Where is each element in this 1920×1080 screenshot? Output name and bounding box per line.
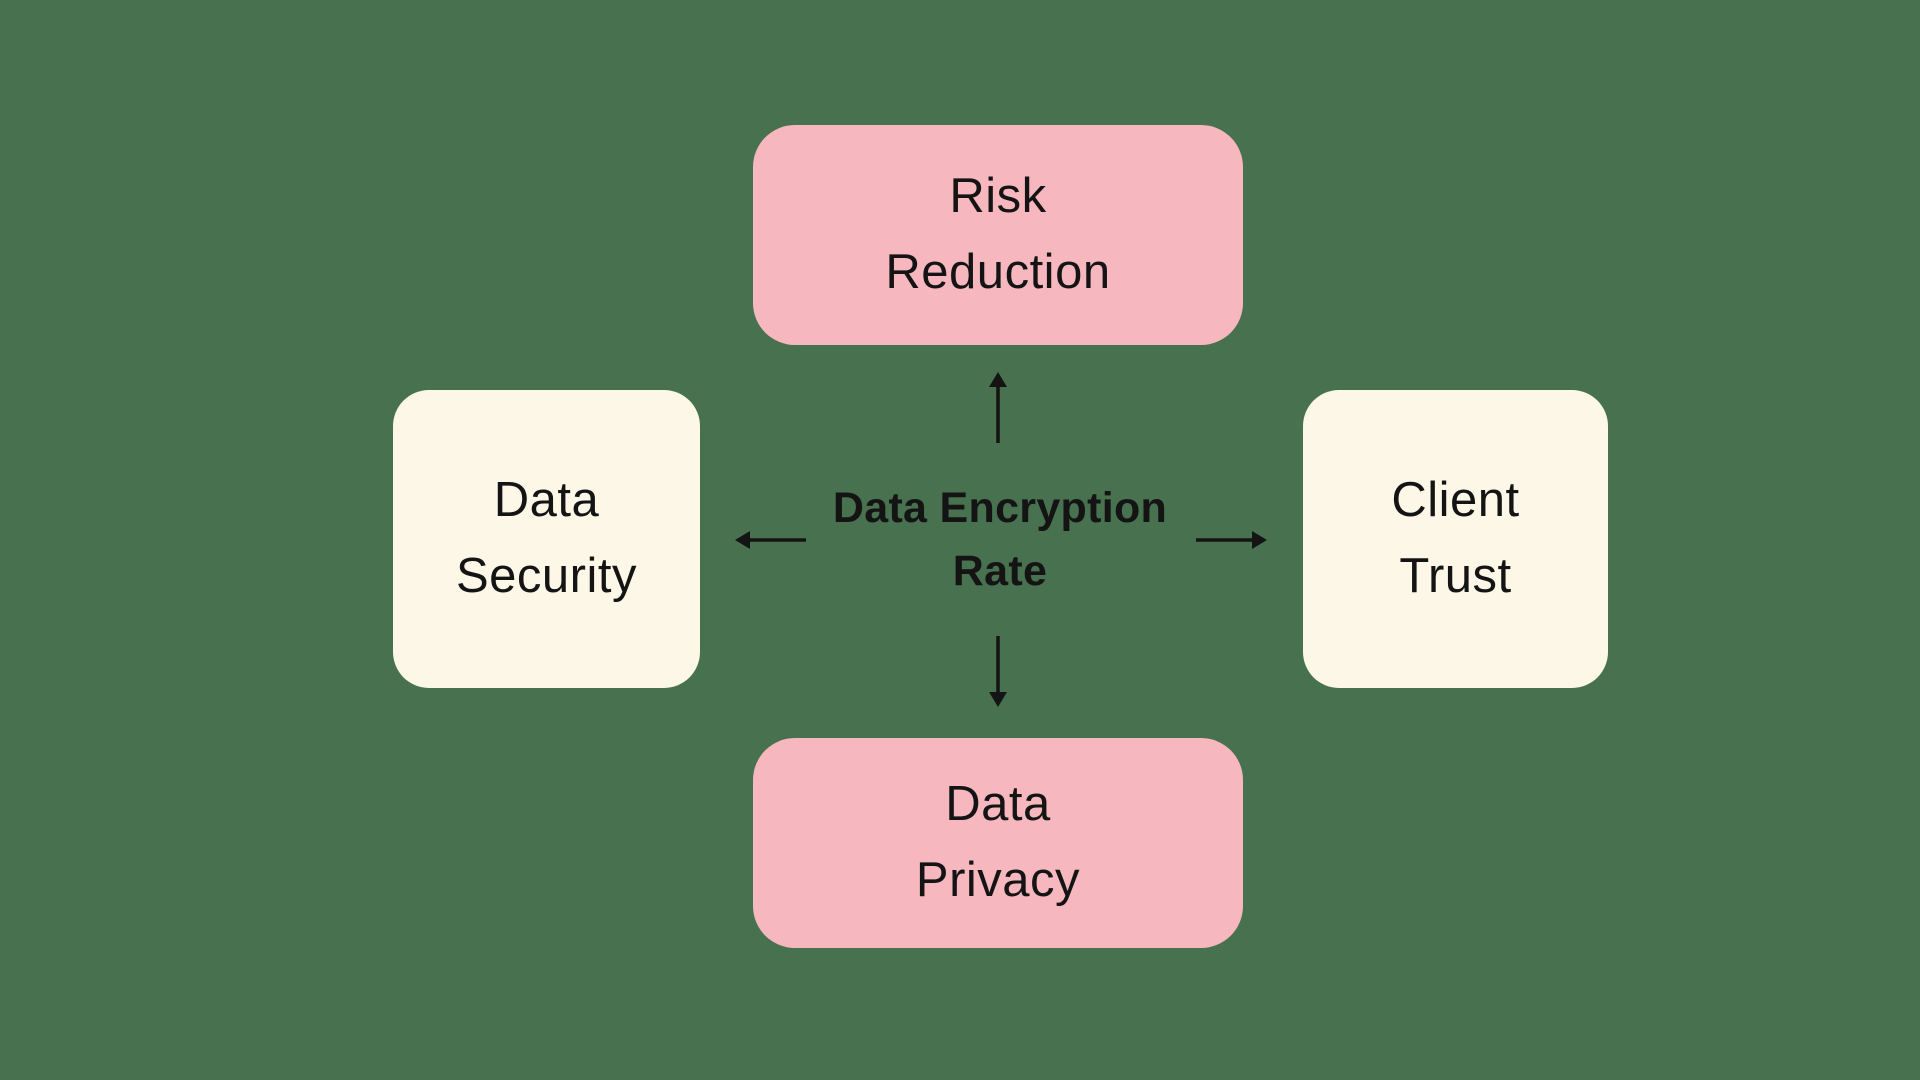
center-label-line2: Rate: [952, 547, 1048, 595]
center-label-data-encryption-rate: Data Encryption Rate: [740, 477, 1260, 603]
node-risk-reduction-label-line2: Reduction: [885, 245, 1111, 299]
node-data-security: Data Security: [393, 390, 700, 688]
node-data-security-label-line1: Data: [493, 473, 600, 528]
arrow-down: [989, 636, 1007, 707]
node-data-privacy-label-line2: Privacy: [915, 853, 1081, 907]
node-risk-reduction: Risk Reduction: [753, 125, 1243, 345]
node-data-privacy: Data Privacy: [753, 738, 1243, 948]
node-risk-reduction-label-line1: Risk: [949, 169, 1047, 224]
node-client-trust: Client Trust: [1303, 390, 1608, 688]
center-label-line1: Data Encryption: [832, 483, 1168, 532]
arrow-up: [989, 372, 1007, 443]
node-client-trust-label-line1: Client: [1391, 473, 1520, 528]
node-data-security-label-line2: Security: [455, 549, 637, 603]
node-data-privacy-label-line1: Data: [945, 777, 1051, 832]
node-client-trust-label-line2: Trust: [1399, 549, 1512, 603]
